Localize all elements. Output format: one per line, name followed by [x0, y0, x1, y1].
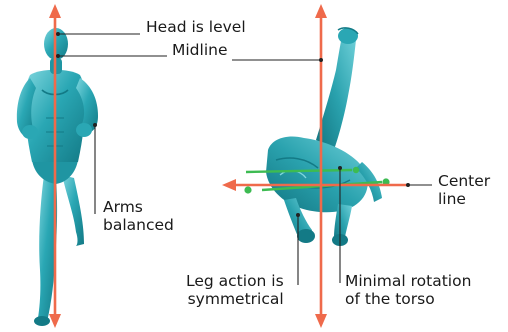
- minimal-rotation-line-2: of the torso: [345, 290, 471, 308]
- leader-lines: [58, 34, 432, 285]
- leg-action-label: Leg action is symmetrical: [186, 272, 284, 308]
- arms-balanced-line-2: balanced: [103, 216, 174, 234]
- center-line-line-1: Center: [438, 172, 490, 190]
- arms-balanced-line-1: Arms: [103, 198, 174, 216]
- minimal-rotation-line-1: Minimal rotation: [345, 272, 471, 290]
- arms-balanced-label: Arms balanced: [103, 198, 174, 234]
- top-view-runner: [266, 28, 382, 246]
- center-line-line-2: line: [438, 190, 490, 208]
- leg-action-line-1: Leg action is: [186, 272, 284, 290]
- center-line-label: Center line: [438, 172, 490, 208]
- leg-action-line-2: symmetrical: [186, 290, 284, 308]
- head-level-label: Head is level: [146, 18, 246, 36]
- left-foot: [34, 316, 50, 326]
- midline-label: Midline: [172, 41, 228, 59]
- front-view-runner: [17, 28, 98, 326]
- minimal-rotation-label: Minimal rotation of the torso: [345, 272, 471, 308]
